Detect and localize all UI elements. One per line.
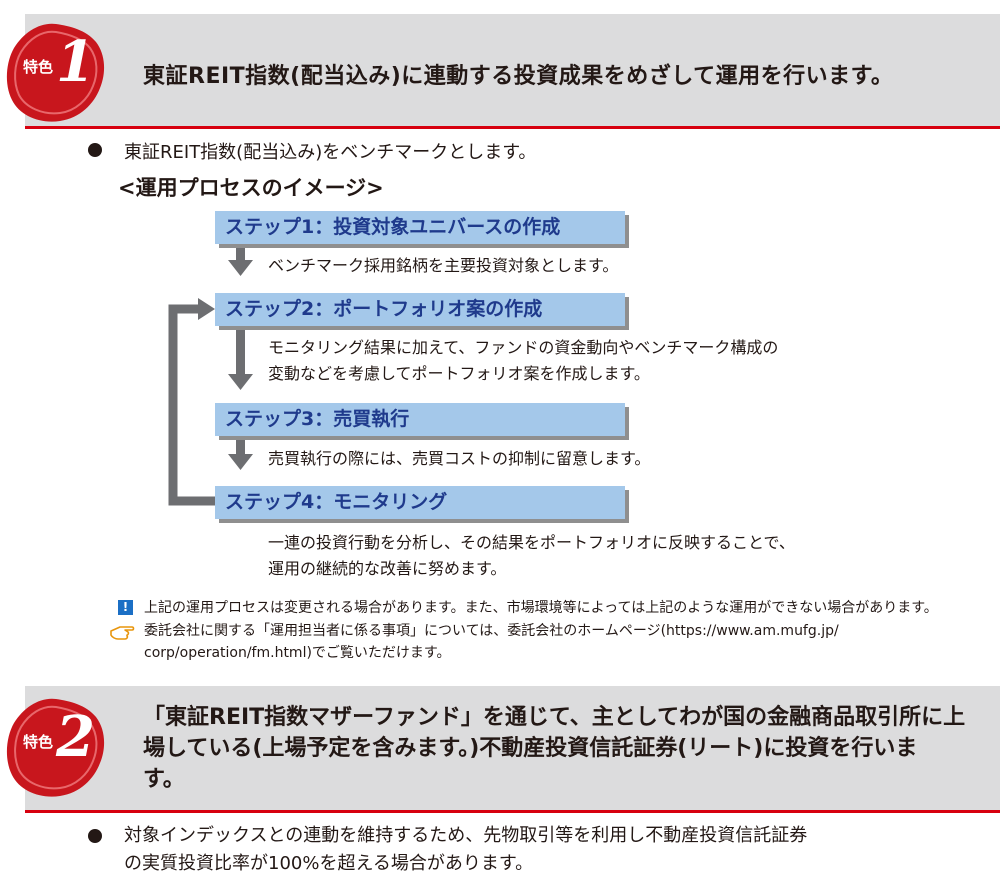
reference-note: 委託会社に関する「運用担当者に係る事項」については、委託会社のホームページ(ht… [144,620,839,664]
step-3-description: 売買執行の際には、売買コストの抑制に留意します。 [268,446,650,472]
process-flow-arrows [168,244,253,506]
step-2-desc-line: モニタリング結果に加えて、ファンドの資金動向やベンチマーク構成の [268,338,779,357]
feature-2-title-line: 場している(上場予定を含みます。)不動産投資信託証券(リート)に投資を行いま [143,736,918,761]
step-4-description: 一連の投資行動を分析し、その結果をポートフォリオに反映することで、 運用の継続的… [268,530,795,582]
step-3-desc-line: 売買執行の際には、売買コストの抑制に留意します。 [268,449,651,468]
feature-1-header: 東証REIT指数(配当込み)に連動する投資成果をめざして運用を行います。 [25,14,1000,129]
feature-1-title: 東証REIT指数(配当込み)に連動する投資成果をめざして運用を行います。 [143,64,894,89]
warning-icon: ! [118,600,133,615]
step-4-desc-line: 一連の投資行動を分析し、その結果をポートフォリオに反映することで、 [268,533,795,552]
loop-back-arrow-icon [168,298,215,506]
seal-icon [6,698,105,797]
step-3-box: ステップ3：売買執行 [215,403,625,436]
feature-2-title: 「東証REIT指数マザーファンド」を通じて、主としてわが国の金融商品取引所に上 … [143,702,986,795]
pointing-hand-icon [110,626,135,640]
feature-2-badge-number: 2 [56,704,95,770]
feature-2-title-line: す。 [143,767,185,792]
step-1-description: ベンチマーク採用銘柄を主要投資対象とします。 [268,253,618,279]
down-arrow-icon [228,244,253,276]
benchmark-bullet-text: 東証REIT指数(配当込み)をベンチマークとします。 [124,142,537,163]
bullet-dot-icon [88,143,102,157]
leverage-bullet-line: の実質投資比率が100%を超える場合があります。 [124,853,534,874]
process-heading: <運用プロセスのイメージ> [118,176,384,200]
bullet-dot-icon [88,829,102,843]
reference-note-line: 委託会社に関する「運用担当者に係る事項」については、委託会社のホームページ(ht… [144,623,839,639]
step-2-desc-line: 変動などを考慮してポートフォリオ案を作成します。 [268,364,650,383]
down-arrow-icon [228,438,253,470]
feature-2-badge-label: 特色 [23,733,54,751]
reference-note-line: corp/operation/fm.html)でご覧いただけます。 [144,645,451,661]
step-1-desc-line: ベンチマーク採用銘柄を主要投資対象とします。 [268,256,619,275]
step-4-desc-line: 運用の継続的な改善に努めます。 [268,559,507,578]
feature-1-badge-label: 特色 [23,58,54,76]
seal-icon [6,23,105,122]
step-1-box: ステップ1：投資対象ユニバースの作成 [215,211,625,244]
leverage-bullet-text: 対象インデックスとの連動を維持するため、先物取引等を利用し不動産投資信託証券 の… [124,822,807,878]
feature-1-badge: 特色 1 [4,22,108,124]
feature-2-header: 「東証REIT指数マザーファンド」を通じて、主としてわが国の金融商品取引所に上 … [25,686,1000,813]
leverage-bullet-line: 対象インデックスとの連動を維持するため、先物取引等を利用し不動産投資信託証券 [124,825,808,846]
step-2-box: ステップ2：ポートフォリオ案の作成 [215,293,625,326]
down-arrow-icon [228,330,253,390]
process-change-note: 上記の運用プロセスは変更される場合があります。また、市場環境等によっては上記のよ… [144,600,938,616]
step-2-description: モニタリング結果に加えて、ファンドの資金動向やベンチマーク構成の 変動などを考慮… [268,335,778,387]
step-4-box: ステップ4：モニタリング [215,486,625,519]
feature-1-badge-number: 1 [56,29,95,95]
feature-2-title-line: 「東証REIT指数マザーファンド」を通じて、主としてわが国の金融商品取引所に上 [143,705,966,730]
feature-2-badge: 特色 2 [4,697,108,799]
